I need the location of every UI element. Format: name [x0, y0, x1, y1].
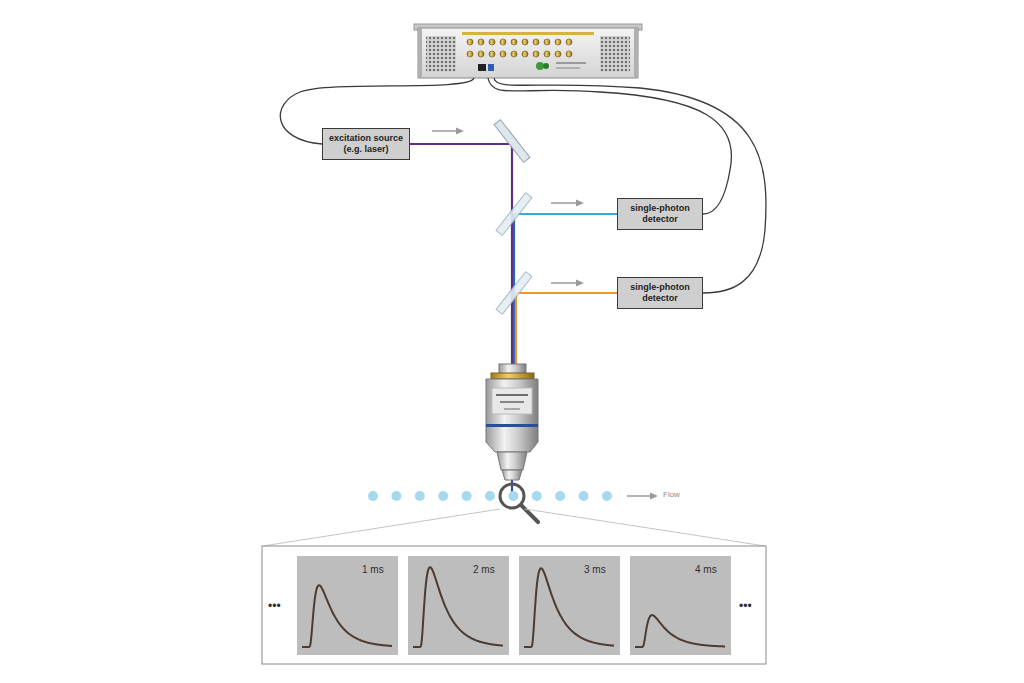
sma-connector	[478, 51, 484, 57]
flow-particle	[579, 491, 589, 501]
rack-instrument	[414, 24, 642, 78]
mirror	[494, 120, 532, 315]
cable	[280, 78, 766, 293]
sma-connector	[533, 51, 539, 57]
flow-particle	[508, 491, 518, 501]
flow-particle	[462, 491, 472, 501]
sma-connector	[478, 39, 484, 45]
flow-label: Flow	[663, 490, 680, 499]
sma-connector	[544, 51, 550, 57]
flow-particle	[555, 491, 565, 501]
component-label: single-photon detector	[623, 203, 697, 225]
sma-connector	[555, 51, 561, 57]
flow-particle	[602, 491, 612, 501]
component-label: excitation source (e.g. laser)	[328, 133, 404, 155]
light-beam	[410, 144, 617, 492]
objective-lens	[486, 364, 538, 480]
direction-arrow	[432, 128, 658, 500]
sma-connector	[489, 51, 495, 57]
zoom-panel	[262, 509, 766, 664]
sma-connector	[467, 39, 473, 45]
flow-particle	[368, 491, 378, 501]
component-box: excitation source (e.g. laser)	[322, 128, 410, 160]
component-box: single-photon detector	[617, 198, 703, 230]
sma-connector	[544, 39, 550, 45]
sma-connector	[533, 39, 539, 45]
time-label: 1 ms	[362, 564, 384, 575]
decay-curve	[413, 567, 503, 647]
flow-particle	[532, 491, 542, 501]
sma-connector	[489, 39, 495, 45]
flow-particle	[438, 491, 448, 501]
sma-connector	[511, 51, 517, 57]
time-label: 2 ms	[473, 564, 495, 575]
sma-connector	[500, 39, 506, 45]
ellipsis: •••	[268, 599, 281, 613]
sma-connector	[511, 39, 517, 45]
time-label: 4 ms	[695, 564, 717, 575]
sma-connector	[522, 51, 528, 57]
component-label: single-photon detector	[623, 282, 697, 304]
ellipsis: •••	[739, 599, 752, 613]
decay-curve	[635, 615, 725, 647]
sma-connector	[467, 51, 473, 57]
decay-curve	[524, 568, 614, 647]
flow-particle	[415, 491, 425, 501]
flow-particle	[368, 491, 612, 501]
component-box: single-photon detector	[617, 277, 703, 309]
sma-connector	[566, 39, 572, 45]
time-label: 3 ms	[584, 564, 606, 575]
sma-connector	[500, 51, 506, 57]
sma-connector	[566, 51, 572, 57]
decay-curve	[302, 585, 392, 647]
flow-particle	[391, 491, 401, 501]
sma-connector	[555, 39, 561, 45]
flow-particle	[485, 491, 495, 501]
sma-connector	[522, 39, 528, 45]
magnifier	[500, 484, 538, 522]
